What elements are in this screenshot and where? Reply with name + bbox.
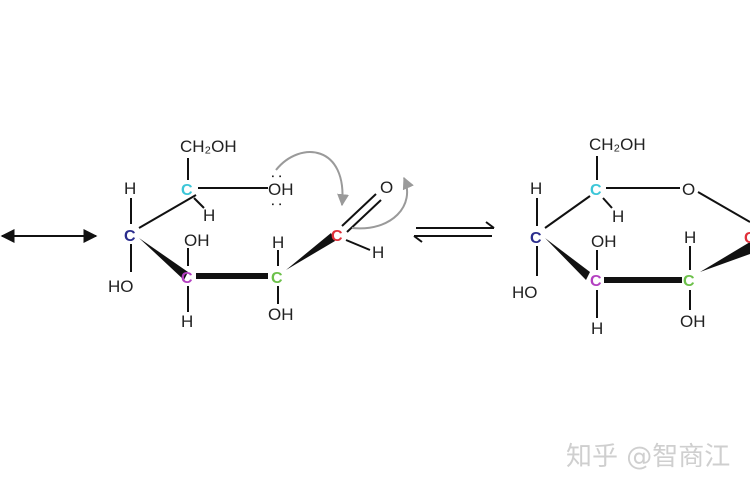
c3-oh-label: OH	[591, 232, 617, 251]
curved-arrow-icon	[275, 151, 350, 207]
open-chain-glucose: CH₂OH C H OH : : H C HO OH C H H C OH C …	[108, 137, 414, 331]
carbon-c5: C	[181, 182, 193, 199]
c5-h-label: H	[612, 207, 624, 226]
bond	[602, 197, 613, 209]
carbon-c3: C	[590, 273, 602, 290]
curved-arrow-icon	[351, 176, 414, 230]
c4-ho-label: HO	[512, 283, 538, 302]
c2-h-label: H	[684, 228, 696, 247]
c3-oh-label: OH	[184, 231, 210, 250]
lone-pair-bottom: :	[268, 202, 287, 207]
c4-h-label: H	[530, 179, 542, 198]
equilibrium-arrows-icon	[413, 221, 495, 243]
bond	[544, 195, 591, 229]
wedge-bond	[139, 238, 188, 280]
ring-oxygen-label: O	[682, 180, 695, 199]
bond	[138, 194, 197, 229]
ch2oh-label: CH₂OH	[180, 137, 237, 156]
wedge-bond	[545, 238, 590, 280]
hydroxyl-oh-label: OH	[268, 180, 294, 199]
carbon-c2: C	[271, 270, 283, 287]
c2-oh-label: OH	[268, 305, 294, 324]
carbonyl-bond	[346, 199, 382, 233]
bond	[193, 197, 205, 209]
carbon-c5: C	[590, 182, 602, 199]
c4-ho-label: HO	[108, 277, 134, 296]
carbonyl-bond	[341, 193, 377, 227]
ring-glucose: CH₂OH C H O H C HO OH C H H C OH C	[512, 135, 750, 338]
carbon-c1-partial: C	[744, 230, 750, 247]
carbon-c1: C	[331, 228, 343, 245]
c2-oh-label: OH	[680, 312, 706, 331]
c5-h-label: H	[203, 206, 215, 225]
c1-h-label: H	[372, 243, 384, 262]
lone-pair-top: :	[268, 174, 287, 179]
ch2oh-label: CH₂OH	[589, 135, 646, 154]
c4-h-label: H	[124, 179, 136, 198]
bond	[345, 239, 371, 251]
c2-h-label: H	[272, 233, 284, 252]
carbon-c4: C	[124, 228, 136, 245]
c3-h-label: H	[591, 319, 603, 338]
bond	[697, 191, 750, 223]
wedge-bond	[700, 242, 750, 272]
carbon-c3: C	[181, 270, 193, 287]
carbon-c2: C	[683, 273, 695, 290]
carbonyl-o-label: O	[380, 178, 393, 197]
c3-h-label: H	[181, 312, 193, 331]
watermark-text: 知乎 @智商江	[566, 442, 730, 472]
wedge-bond	[286, 233, 335, 270]
carbon-c4: C	[530, 230, 542, 247]
